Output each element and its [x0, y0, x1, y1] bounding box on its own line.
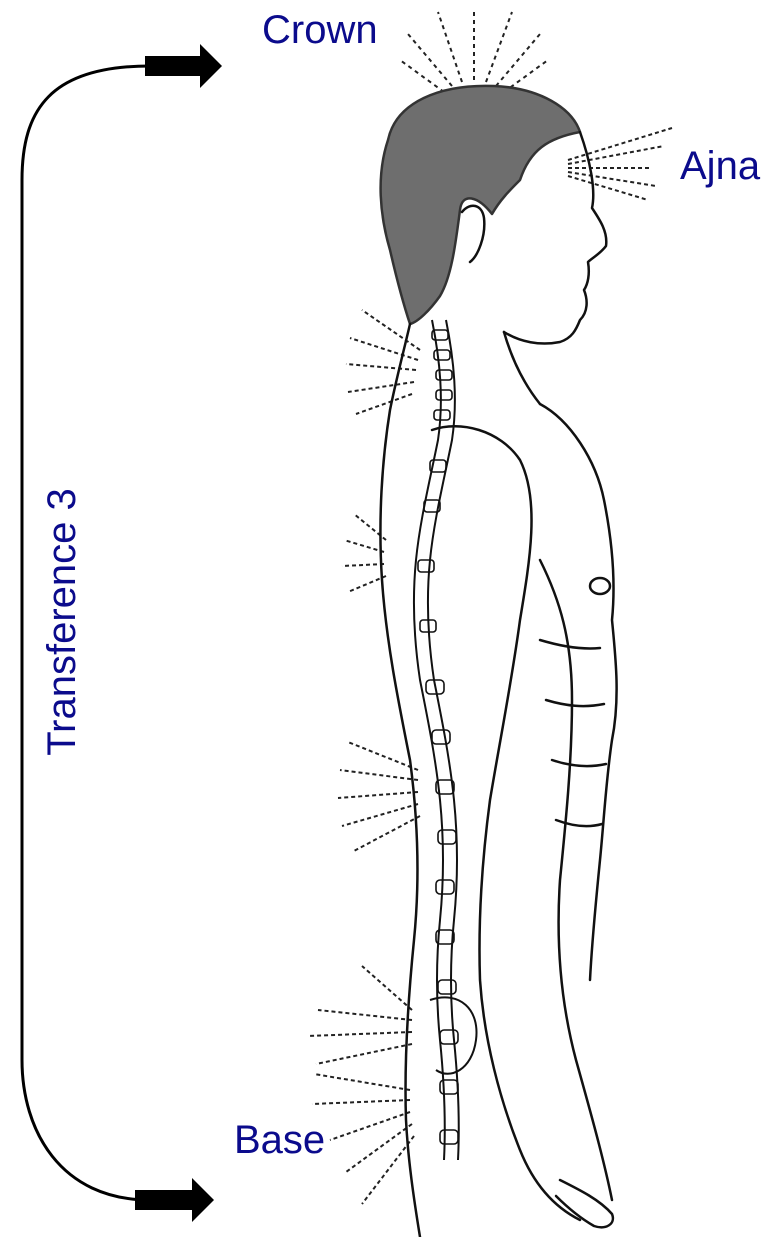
hair-icon: [381, 86, 580, 324]
chest-detail: [590, 578, 610, 594]
hand-icon: [556, 1180, 613, 1227]
ear-icon: [462, 206, 484, 262]
ajna-label: Ajna: [680, 146, 760, 186]
arrow-bottom-icon: [135, 1178, 214, 1222]
solar-plexus-rays: [338, 742, 420, 852]
sacral-rays: [308, 966, 412, 1064]
torso-front: [540, 404, 617, 980]
transference-label: Transference 3: [42, 488, 82, 756]
arm-outline: [432, 426, 580, 1220]
spine: [414, 320, 477, 1160]
crown-rays: [400, 8, 548, 92]
base-label: Base: [234, 1120, 325, 1160]
base-rays: [312, 1074, 414, 1204]
arrow-top-icon: [145, 44, 222, 88]
ab-lines: [540, 640, 606, 826]
crown-label: Crown: [262, 10, 378, 50]
arm-inner: [540, 560, 612, 1200]
human-figure: [380, 86, 616, 1237]
